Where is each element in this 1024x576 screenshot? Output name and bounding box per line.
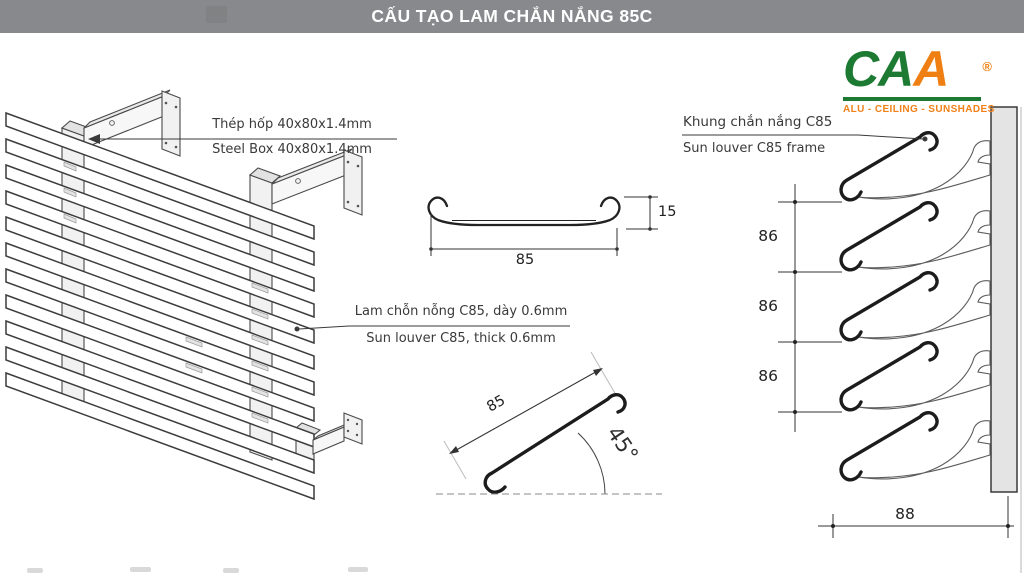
watermark xyxy=(206,6,227,23)
logo-letter-c: C xyxy=(843,41,879,97)
dim-frame-depth: 88 xyxy=(895,505,915,523)
louver-leader xyxy=(294,325,570,332)
isometric-view xyxy=(5,89,570,501)
brand-logo-letters: C A A ® xyxy=(843,41,992,97)
cropped-text-smudge xyxy=(27,568,43,573)
dim-spacing-2: 86 xyxy=(758,297,778,315)
dim-spacing-1: 86 xyxy=(758,227,778,245)
logo-tagline: ALU - CEILING - SUNSHADES xyxy=(843,103,995,115)
slat-clips xyxy=(63,161,269,424)
cross-section-view xyxy=(427,195,658,256)
frame-label-en: Sun louver C85 frame xyxy=(683,141,826,156)
steel-box-label-en: Steel Box 40x80x1.4mm xyxy=(212,142,372,157)
dim-profile-width: 85 xyxy=(515,252,535,268)
louver-slats xyxy=(5,111,315,501)
frame-section-view xyxy=(682,106,1022,573)
frame-leader xyxy=(682,134,928,142)
dim-15-lines xyxy=(624,196,658,230)
frame-label-vi: Khung chắn nắng C85 xyxy=(683,114,833,130)
dim-profile-height: 15 xyxy=(658,204,677,220)
steel-box-bracket-2 xyxy=(271,148,363,216)
registered-trademark-icon: ® xyxy=(982,59,992,74)
cropped-text-smudge xyxy=(223,568,239,573)
louver-label-en: Sun louver C85, thick 0.6mm xyxy=(366,331,556,346)
page-title: CẤU TẠO LAM CHẮN NẮNG 85C xyxy=(371,6,653,26)
mounting-rail xyxy=(990,106,1018,493)
steel-box-label-vi: Thép hốp 40x80x1.4mm xyxy=(212,117,372,132)
logo-underline xyxy=(843,97,981,101)
brand-logo: C A A ® ALU - CEILING - SUNSHADES xyxy=(843,41,995,115)
logo-letter-a2: A xyxy=(913,41,949,97)
steel-box-bracket-1 xyxy=(83,89,181,157)
louver-label-vi: Lam chỗn nỗng C85, dày 0.6mm xyxy=(354,304,568,319)
dim-spacing-3: 86 xyxy=(758,367,778,385)
dim-spacing-lines xyxy=(778,184,842,432)
logo-letter-a1: A xyxy=(878,41,914,97)
cropped-text-smudge xyxy=(130,567,151,572)
steel-box-bracket-3 xyxy=(312,412,363,455)
title-bar: CẤU TẠO LAM CHẮN NẮNG 85C xyxy=(0,0,1024,33)
steel-box-leader xyxy=(88,134,397,144)
angle-view xyxy=(436,351,662,495)
cropped-text-smudge xyxy=(348,567,368,572)
